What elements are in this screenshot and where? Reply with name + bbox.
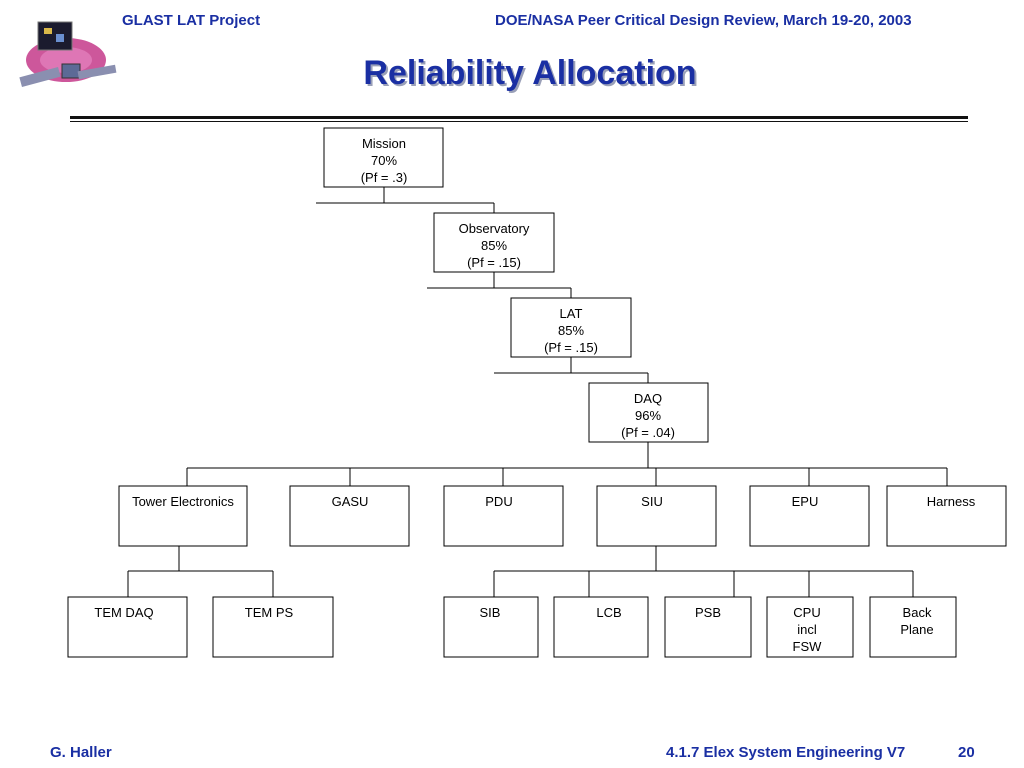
node-lcb-label: LCB [596,605,621,620]
page-title: Reliability Allocation [363,54,697,92]
title-rule-thin [70,121,968,122]
node-cpu-line-1: CPU [793,605,820,620]
node-psb-label: PSB [695,605,721,620]
header-review: DOE/NASA Peer Critical Design Review, Ma… [495,12,912,29]
footer-page-number: 20 [958,744,975,761]
node-lat: LAT 85% (Pf = .15) [510,297,632,358]
node-mission-line-2: 70% [371,153,397,168]
node-lat-line-2: 85% [558,323,584,338]
node-gasu: GASU [289,485,410,547]
node-epu-label: EPU [792,494,819,509]
node-siu: SIU [596,485,717,547]
node-mission-line-3: (Pf = .3) [361,170,408,185]
node-observatory-line-3: (Pf = .15) [467,255,521,270]
node-observatory-line-2: 85% [481,238,507,253]
node-tower-electronics-label: Tower Electronics [132,494,234,509]
node-harness-label: Harness [927,494,976,509]
node-daq-line-3: (Pf = .04) [621,425,675,440]
node-lcb: LCB [553,596,649,658]
node-sib-label: SIB [480,605,501,620]
footer-section: 4.1.7 Elex System Engineering V7 [666,744,906,761]
title-rule [70,116,968,119]
node-cpu-line-2: incl [797,622,817,637]
node-back-plane-line-1: Back [903,605,932,620]
node-sib: SIB [443,596,539,658]
node-pdu: PDU [443,485,564,547]
node-back-plane-line-2: Plane [900,622,933,637]
header-project: GLAST LAT Project [122,12,261,29]
footer-author: G. Haller [50,744,112,761]
connector-lines [127,187,948,597]
node-siu-label: SIU [641,494,663,509]
node-mission: Mission 70% (Pf = .3) [323,127,444,188]
node-tower-electronics: Tower Electronics [118,485,248,547]
node-tem-ps-label: TEM PS [245,605,294,620]
node-tem-ps: TEM PS [212,596,334,658]
node-cpu: CPU incl FSW [766,596,854,658]
node-epu: EPU [749,485,870,547]
glast-logo [19,21,117,88]
node-lat-line-1: LAT [560,306,583,321]
node-back-plane: Back Plane [869,596,957,658]
node-psb: PSB [664,596,752,658]
node-gasu-label: GASU [332,494,369,509]
node-cpu-line-3: FSW [793,639,823,654]
node-daq-line-1: DAQ [634,391,662,406]
node-daq: DAQ 96% (Pf = .04) [588,382,709,443]
node-tem-daq-label: TEM DAQ [94,605,153,620]
node-daq-line-2: 96% [635,408,661,423]
node-mission-line-1: Mission [362,136,406,151]
node-harness: Harness [886,485,1007,547]
node-lat-line-3: (Pf = .15) [544,340,598,355]
node-tem-daq: TEM DAQ [67,596,188,658]
node-observatory: Observatory 85% (Pf = .15) [433,212,555,273]
node-observatory-line-1: Observatory [459,221,530,236]
node-pdu-label: PDU [485,494,512,509]
